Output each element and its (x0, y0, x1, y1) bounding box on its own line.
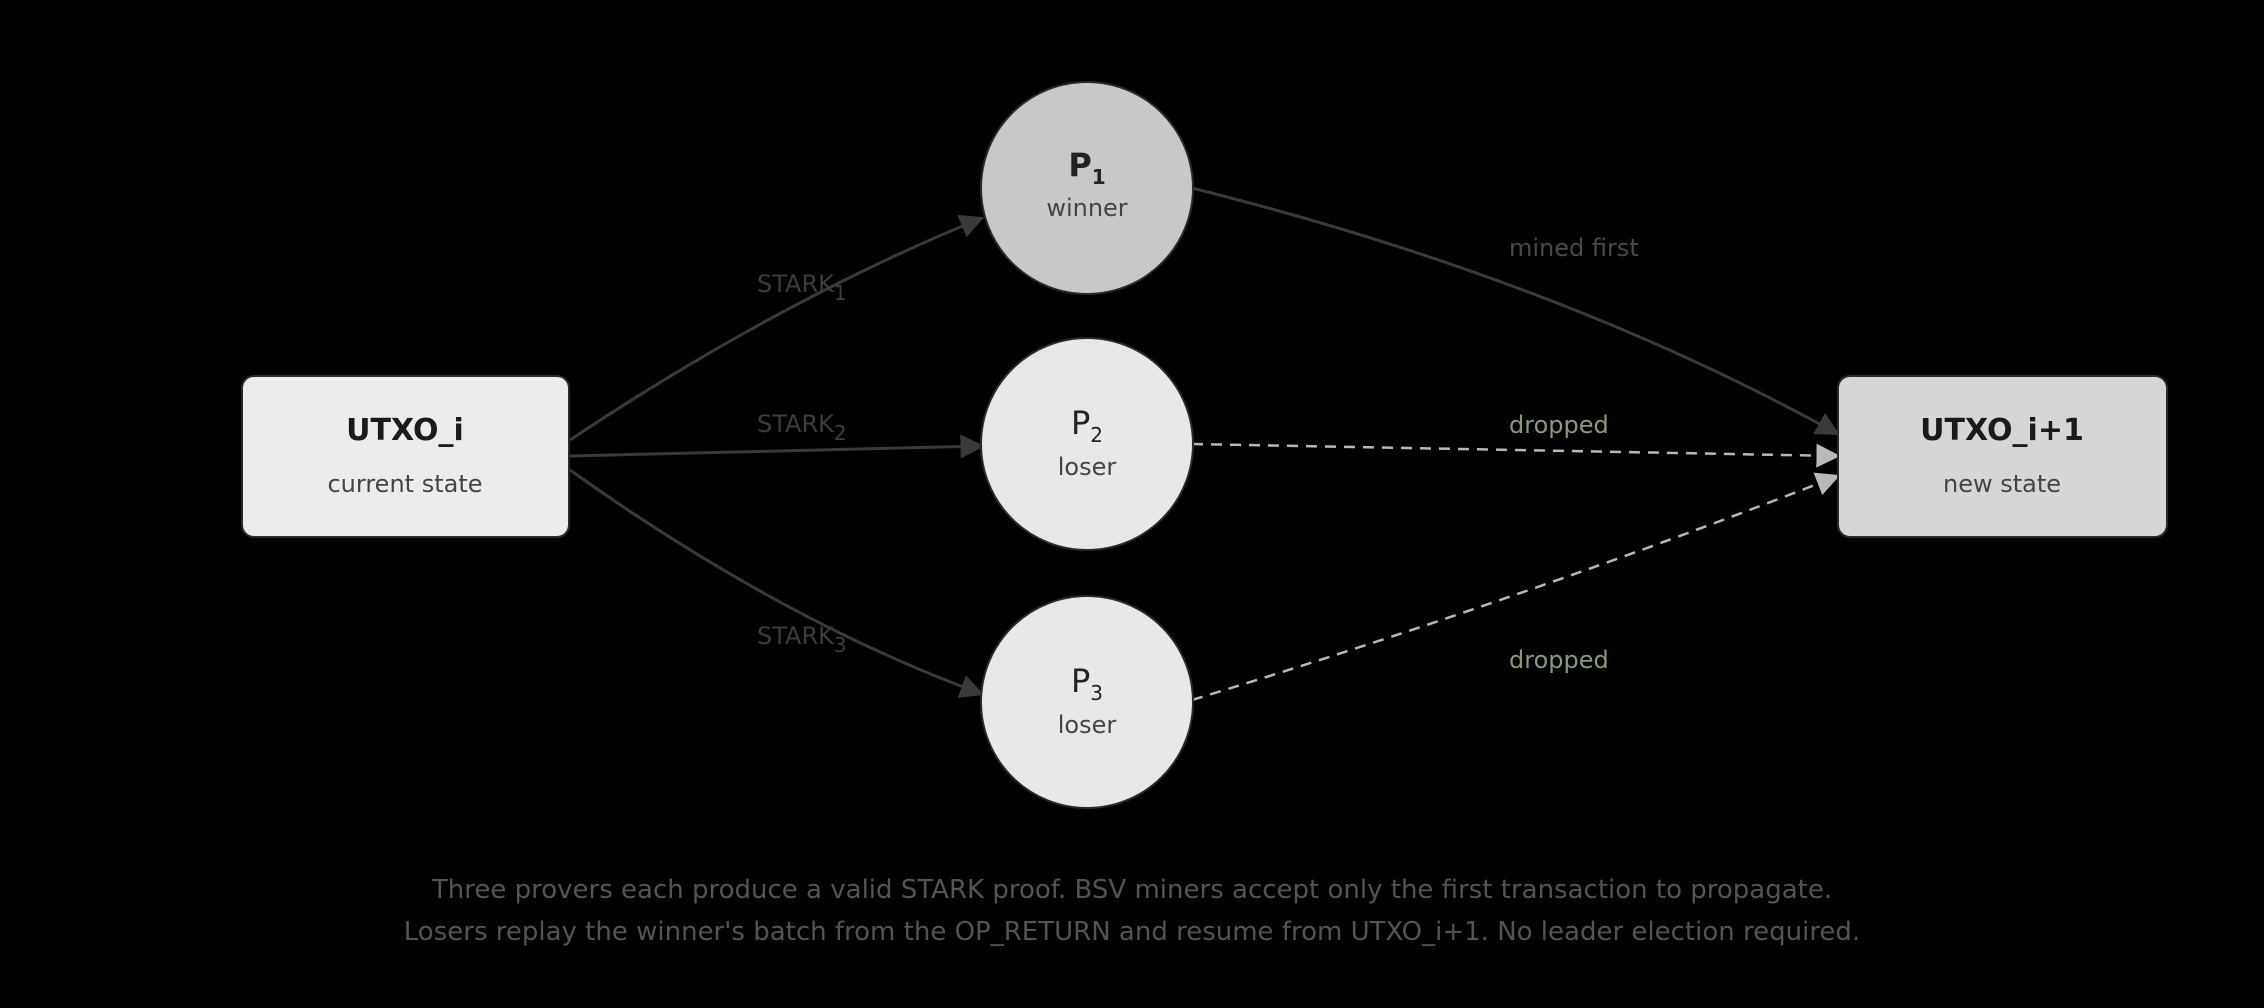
edge-dropped-2 (1191, 442, 1841, 468)
prover-node-1: P1 winner (980, 81, 1194, 295)
prover-status-3: loser (1058, 711, 1117, 739)
dropped-label-3: dropped (1509, 646, 1609, 674)
target-node-title: UTXO_i+1 (1920, 413, 2084, 448)
stark-label-2: STARK2 (757, 410, 847, 445)
source-node-subtitle: current state (327, 470, 482, 498)
target-node-subtitle: new state (1943, 470, 2061, 498)
edge-stark-3 (569, 468, 985, 698)
caption-line-2: Losers replay the winner's batch from th… (403, 917, 1861, 947)
prover-status-2: loser (1058, 453, 1117, 481)
target-node: UTXO_i+1 new state (1837, 375, 2168, 538)
edge-stark-1 (569, 215, 985, 442)
dropped-label-2: dropped (1509, 411, 1609, 439)
edge-mined-first (1191, 186, 1841, 436)
source-node: UTXO_i current state (241, 375, 570, 538)
stark-label-3: STARK3 (757, 622, 847, 657)
edge-dropped-3 (1191, 472, 1841, 702)
edge-stark-2 (569, 434, 985, 459)
prover-node-3: P3 loser (980, 595, 1194, 809)
stark-label-1: STARK1 (757, 270, 847, 305)
prover-status-1: winner (1046, 194, 1127, 222)
prover-name-1: P1 (1068, 146, 1105, 189)
source-node-title: UTXO_i (346, 413, 464, 448)
prover-node-2: P2 loser (980, 337, 1194, 551)
caption-line-1: Three provers each produce a valid STARK… (431, 875, 1833, 905)
mined-first-label: mined first (1509, 234, 1639, 262)
prover-name-2: P2 (1071, 404, 1103, 447)
prover-name-3: P3 (1071, 662, 1103, 705)
